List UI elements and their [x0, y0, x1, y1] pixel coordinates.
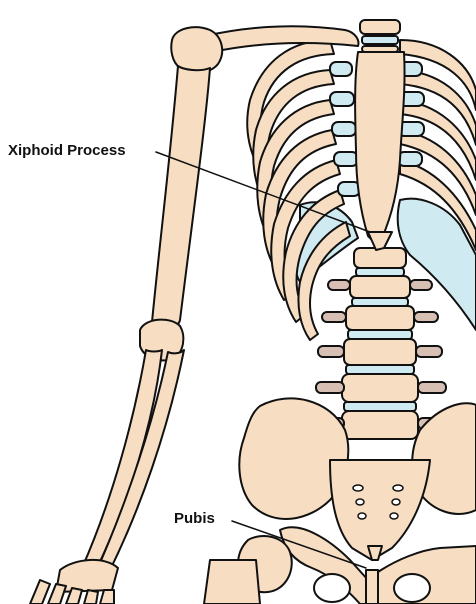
pubis-label: Pubis — [174, 510, 215, 527]
pubic-symphysis — [366, 570, 378, 604]
humerus — [152, 66, 210, 328]
obturator-foramen-left — [314, 574, 350, 602]
left-ribs — [247, 40, 350, 340]
hand — [30, 560, 118, 604]
obturator-foramen-right — [394, 574, 430, 602]
xiphoid-process-label: Xiphoid Process — [8, 142, 126, 159]
left-femur — [204, 560, 260, 604]
clavicle — [205, 26, 358, 52]
